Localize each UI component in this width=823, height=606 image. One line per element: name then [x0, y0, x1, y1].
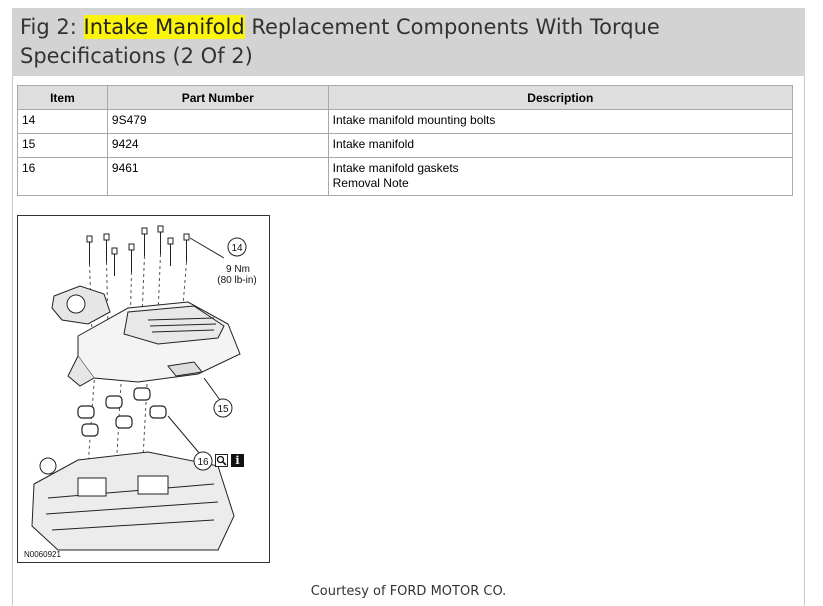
- bolt: [86, 235, 93, 264]
- callout-15: 15: [217, 404, 229, 415]
- manifold-illustration: 14 9 Nm (80 lb-in) 15 16 N0060921: [24, 225, 257, 559]
- cell-part-number: 9424: [106, 133, 329, 158]
- torque-nm: 9 Nm: [226, 264, 250, 275]
- cell-description: Intake manifold mounting bolts: [327, 109, 794, 134]
- bolt: [141, 227, 148, 256]
- column-header-item: Item: [17, 85, 108, 110]
- image-credit: Courtesy of FORD MOTOR CO.: [310, 584, 507, 599]
- cell-description: Intake manifold gaskets Removal Note: [327, 157, 794, 196]
- column-header-description: Description: [327, 85, 794, 110]
- cell-part-number: 9S479: [106, 109, 329, 134]
- info-glyph: i: [235, 454, 240, 467]
- cell-item: 14: [17, 109, 108, 134]
- cell-part-number: 9461: [106, 157, 329, 196]
- bolt: [103, 233, 110, 262]
- callout-labels: 14 9 Nm (80 lb-in) 15 16 N0060921: [24, 237, 257, 559]
- bolt: [157, 225, 164, 254]
- torque-lbin: (80 lb-in): [217, 275, 256, 286]
- magnifier-icon[interactable]: [215, 454, 228, 467]
- description-line: Intake manifold gaskets: [332, 161, 459, 175]
- figure-title: Fig 2: Intake Manifold Replacement Compo…: [12, 8, 805, 76]
- title-prefix: Fig 2:: [20, 15, 84, 39]
- cell-description: Intake manifold: [327, 133, 794, 158]
- search-highlight: Intake Manifold: [83, 15, 245, 39]
- bolt: [167, 237, 174, 266]
- column-header-part-number: Part Number: [106, 85, 329, 110]
- content-frame: [12, 8, 805, 606]
- description-line: Intake manifold mounting bolts: [332, 113, 496, 127]
- exploded-view-figure[interactable]: 14 9 Nm (80 lb-in) 15 16 N0060921 i: [17, 215, 270, 563]
- bolt: [128, 243, 135, 272]
- bolt: [111, 247, 118, 276]
- figure-code: N0060921: [24, 550, 61, 559]
- intake-manifold-drawing: [51, 285, 241, 387]
- description-line: Removal Note: [332, 176, 409, 190]
- cell-item: 16: [17, 157, 108, 196]
- bolt: [183, 233, 190, 262]
- magnifier-glyph: [216, 455, 227, 466]
- title-suffix: Replacement Components With Torque Speci…: [20, 15, 660, 68]
- parts-table: Item Part Number Description 14 9S479 In…: [17, 85, 794, 196]
- table-row: 14 9S479 Intake manifold mounting bolts: [17, 109, 794, 134]
- cell-item: 15: [17, 133, 108, 158]
- table-header-row: Item Part Number Description: [17, 85, 794, 110]
- callout-14: 14: [231, 243, 243, 254]
- table-row: 16 9461 Intake manifold gaskets Removal …: [17, 157, 794, 196]
- engine-block-drawing: [31, 451, 235, 551]
- gaskets-drawing: [77, 387, 167, 437]
- description-line: Intake manifold: [332, 137, 414, 151]
- info-icon[interactable]: i: [231, 454, 244, 467]
- callout-16: 16: [197, 457, 209, 468]
- table-row: 15 9424 Intake manifold: [17, 133, 794, 158]
